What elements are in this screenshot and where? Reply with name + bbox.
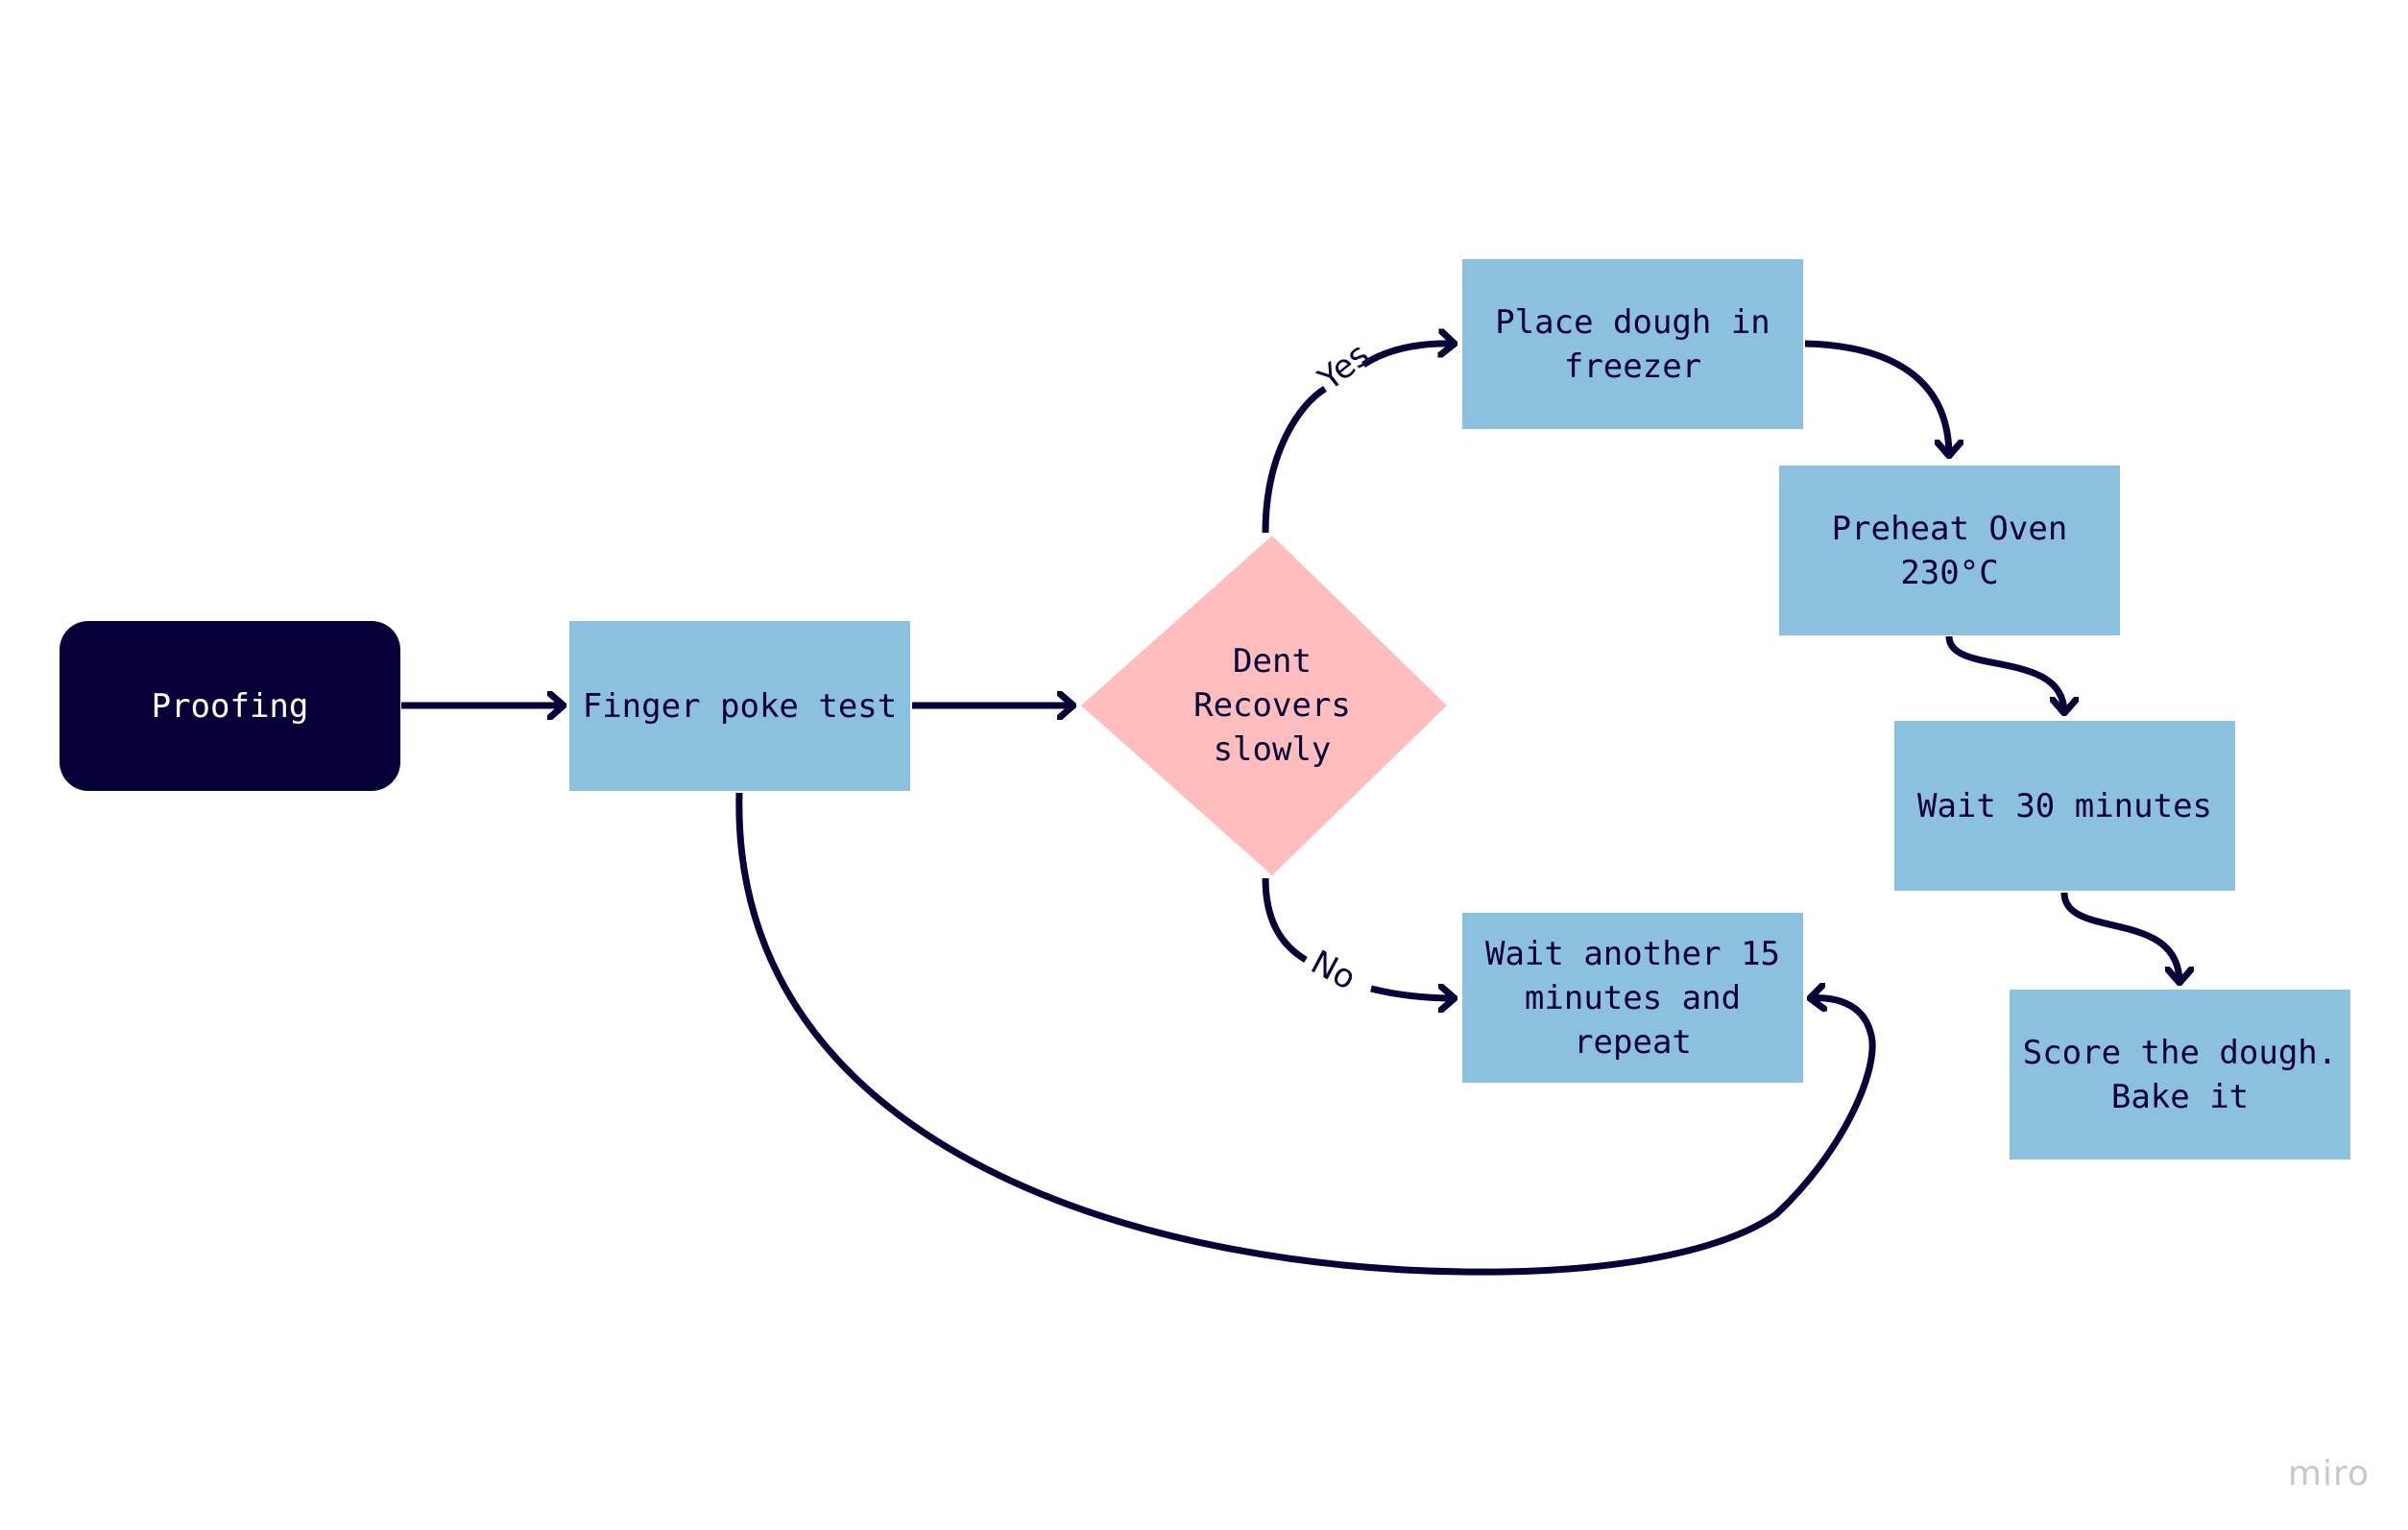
node-wait-30-minutes[interactable]: Wait 30 minutes bbox=[1894, 721, 2235, 891]
node-score-the-dough-label: Score the dough. Bake it bbox=[2022, 1033, 2338, 1116]
node-proofing-label: Proofing bbox=[151, 686, 309, 726]
edge-decision-yes-to-freezer bbox=[1262, 344, 1455, 534]
edge-freezer-to-preheat bbox=[1804, 340, 1949, 456]
node-place-dough-in-freezer[interactable]: Place dough in freezer bbox=[1462, 259, 1803, 429]
node-dent-recovers-label: Dent Recovers slowly bbox=[1193, 642, 1351, 769]
node-finger-poke-test-label: Finger poke test bbox=[582, 686, 898, 726]
edge-preheat-to-wait30 bbox=[1945, 635, 2064, 713]
node-finger-poke-test[interactable]: Finger poke test bbox=[569, 621, 910, 791]
node-score-the-dough[interactable]: Score the dough. Bake it bbox=[2010, 990, 2350, 1159]
node-preheat-oven[interactable]: Preheat Oven 230°C bbox=[1779, 466, 2120, 635]
edge-wait30-to-score bbox=[2060, 892, 2179, 983]
edge-finger-poke-loop-to-wait15 bbox=[735, 792, 1876, 1276]
edge-decision-no-to-wait15 bbox=[1262, 877, 1455, 998]
node-proofing[interactable]: Proofing bbox=[60, 621, 400, 791]
edge-label-no: No bbox=[1305, 944, 1362, 998]
miro-watermark: miro bbox=[2287, 1454, 2370, 1494]
node-wait-another-15-minutes[interactable]: Wait another 15 minutes and repeat bbox=[1462, 913, 1803, 1083]
decision-diamond[interactable] bbox=[1081, 536, 1447, 875]
node-preheat-oven-label: Preheat Oven 230°C bbox=[1831, 509, 2068, 592]
node-wait-another-15-minutes-label: Wait another 15 minutes and repeat bbox=[1484, 934, 1781, 1062]
node-place-dough-in-freezer-label: Place dough in freezer bbox=[1495, 302, 1770, 386]
node-wait-30-minutes-label: Wait 30 minutes bbox=[1916, 786, 2213, 825]
